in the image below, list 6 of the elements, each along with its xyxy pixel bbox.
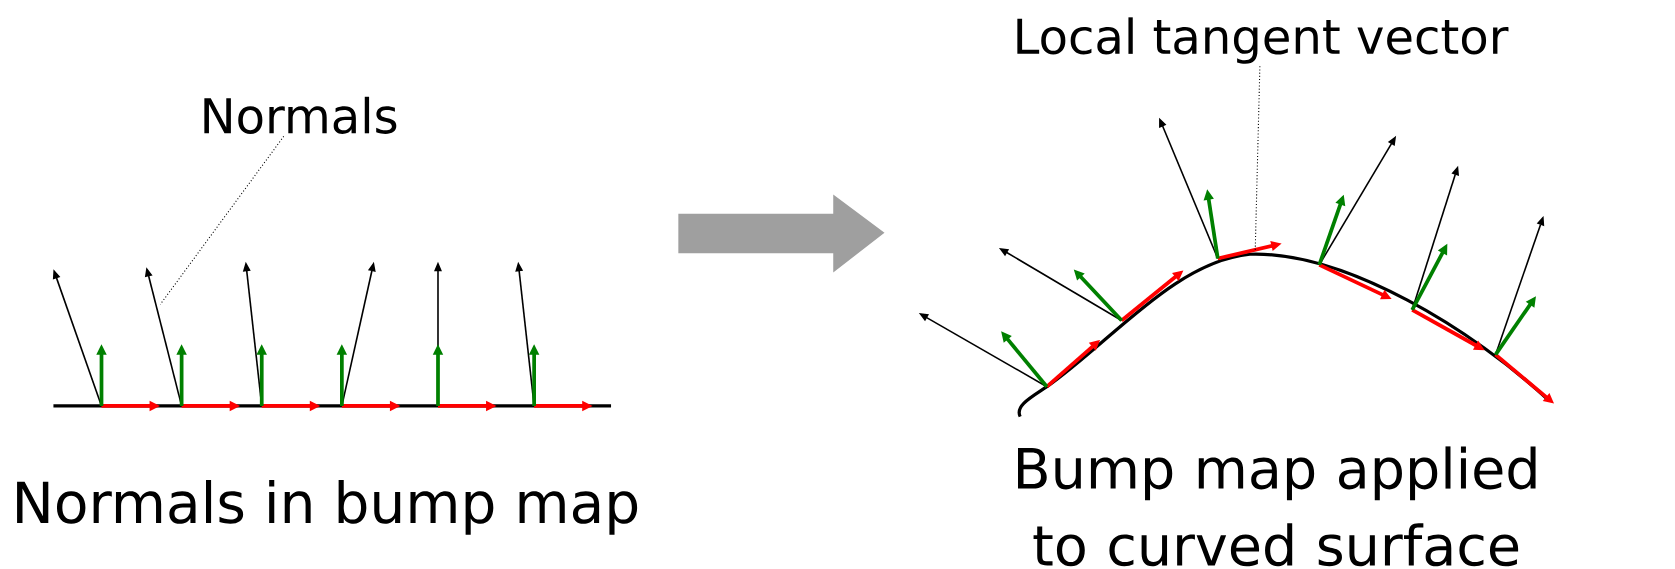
leader-line	[159, 135, 285, 305]
leader-line	[1254, 65, 1261, 253]
callout-text: Normals	[204, 96, 397, 134]
caption-text: Normals in bump map	[17, 479, 638, 535]
callout-text: Local tangent vector	[1017, 17, 1509, 64]
caption-text: Bump map applied to curved surface	[1018, 446, 1536, 567]
